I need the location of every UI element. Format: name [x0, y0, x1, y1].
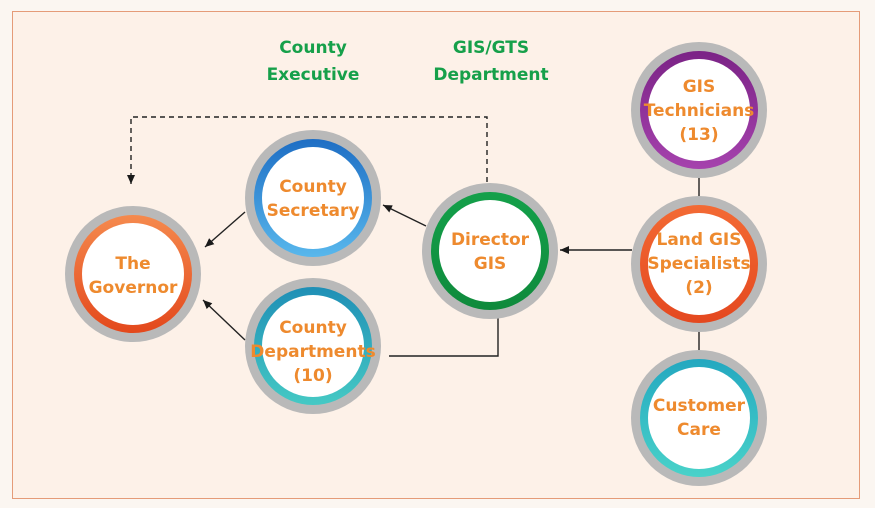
dashed-connector: [127, 116, 488, 184]
arrow-departments-to-governor: [202, 299, 246, 341]
node-county-secretary: [245, 130, 381, 266]
land-gis-specialists-label: Land GIS Specialists (2): [647, 230, 751, 298]
node-customer-care: [631, 350, 767, 486]
county-departments-label: County Departments (10): [250, 318, 376, 386]
node-director-gis: [422, 183, 558, 319]
customer-care-label: Customer Care: [652, 396, 746, 440]
arrow-secretary-to-governor: [204, 211, 246, 248]
gis-technicians-label: GIS Technicians (13): [643, 77, 755, 145]
node-county-departments: [245, 278, 381, 414]
county-executive-header: County Executive: [266, 38, 360, 85]
node-land-gis-specialists: [631, 196, 767, 332]
governor-label: The Governor: [88, 254, 178, 298]
arrow-director-to-secretary: [382, 204, 427, 227]
director-gis-label: Director GIS: [450, 230, 530, 274]
node-gis-technicians: [631, 42, 767, 178]
node-governor: [65, 206, 201, 342]
connector-director-to-departments: [389, 318, 499, 357]
county-secretary-label: County Secretary: [266, 177, 360, 221]
gis-gts-department-header: GIS/GTS Department: [433, 38, 549, 85]
